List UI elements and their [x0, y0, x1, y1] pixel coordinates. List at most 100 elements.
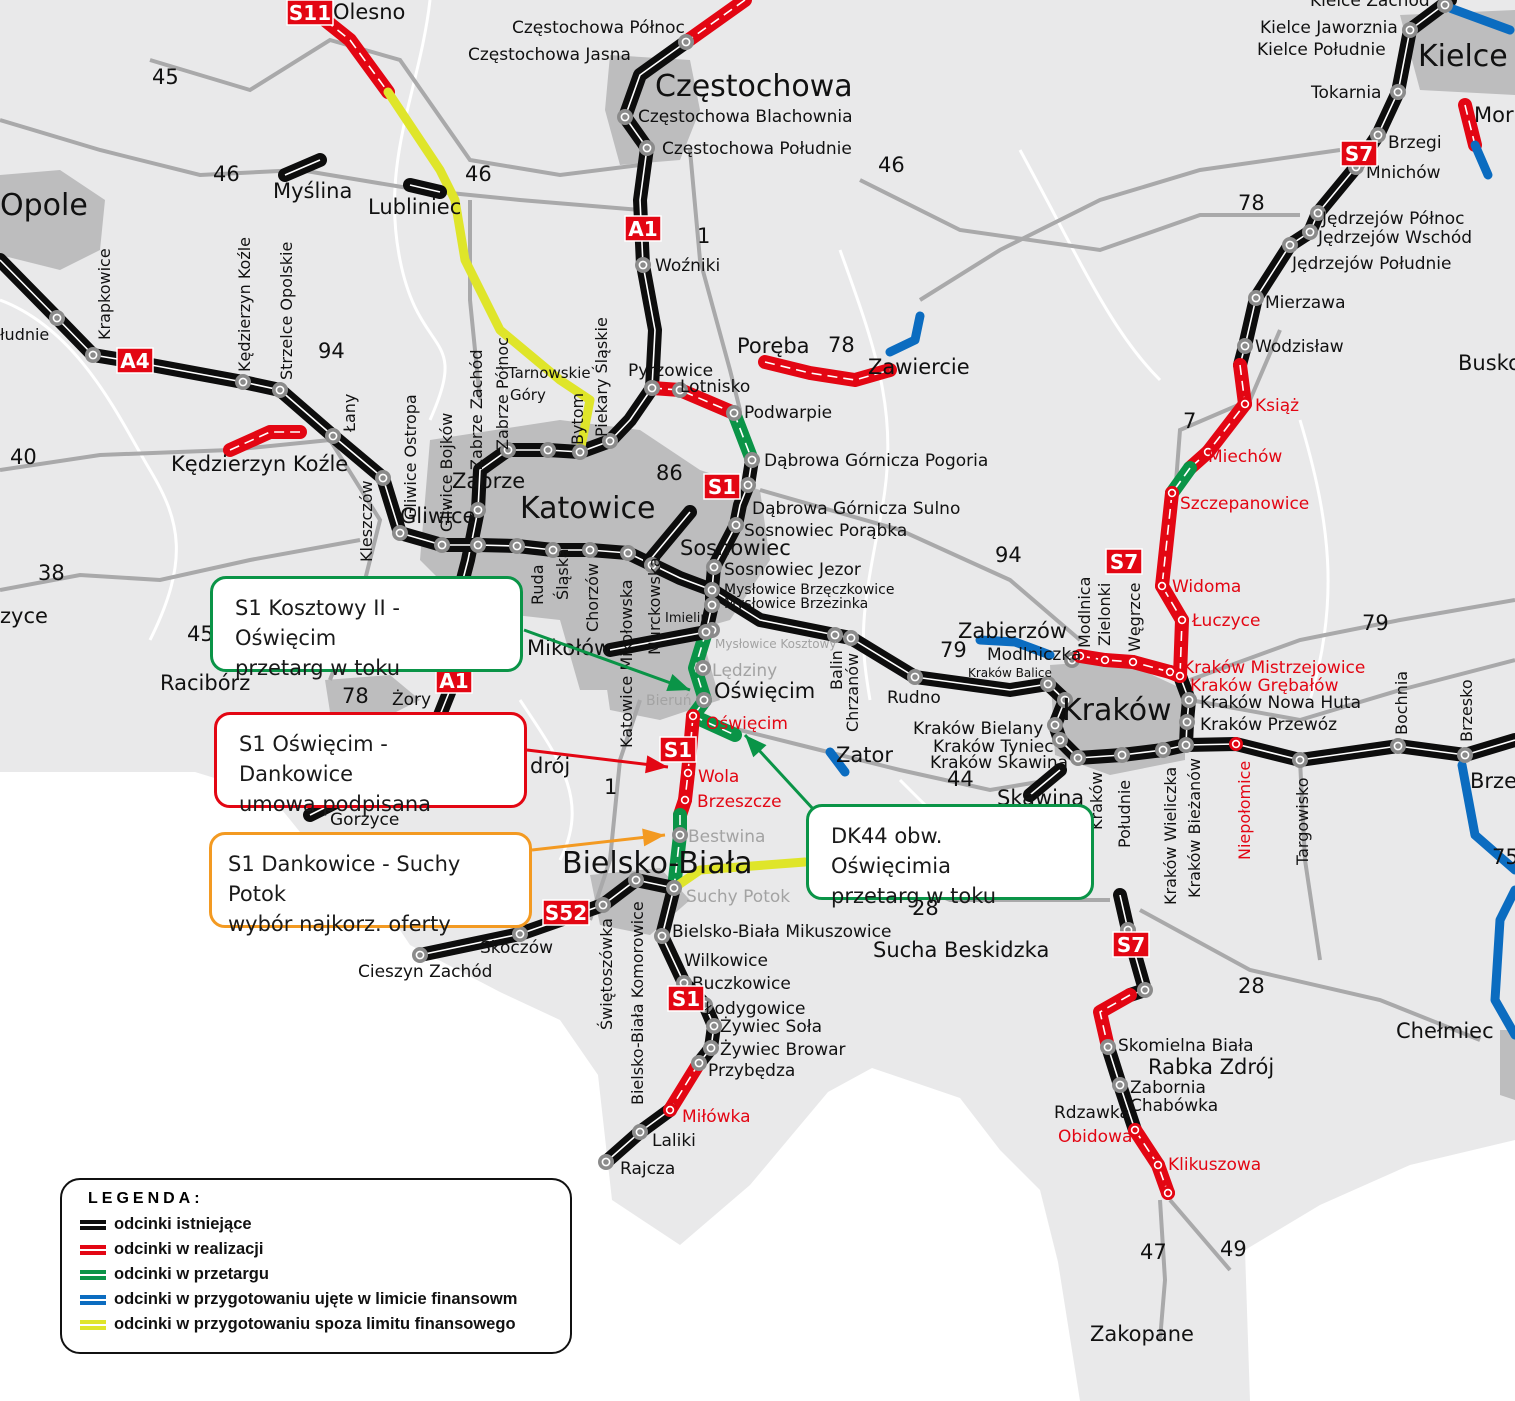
junction-marker [434, 537, 450, 553]
junction-marker-in-progress [1175, 613, 1189, 627]
callout-title: S1 Oświęcim - Dankowice [239, 732, 388, 786]
regional-road [0, 538, 361, 592]
junction-marker [49, 310, 65, 326]
regional-road [1168, 1198, 1232, 1272]
regional-road [149, 37, 641, 178]
town-label: Zabrze [452, 469, 525, 493]
junction-marker [696, 692, 712, 708]
road-badge-label: A1 [439, 669, 468, 693]
road-number: 28 [1238, 974, 1265, 998]
road-number: 38 [38, 561, 65, 585]
junction-label: Dąbrowa Górnicza Pogoria [764, 451, 988, 471]
town-label: Zator [836, 743, 893, 767]
junction-label-vertical: Gliwice Ostropa [401, 394, 420, 520]
junction-marker [827, 627, 843, 643]
road-badge-s1: S1 [659, 736, 697, 763]
road-number: 79 [1362, 611, 1389, 635]
regional-road [688, 149, 742, 411]
regional-road [699, 718, 1051, 793]
road-badge-s7: S7 [1112, 931, 1150, 958]
junction-label-vertical: Bochnia [1392, 671, 1411, 735]
town-label: Gliwice [400, 504, 475, 528]
junction-marker-in-progress [1128, 1123, 1142, 1137]
junction-marker [500, 442, 516, 458]
junction-label: Lotnisko [680, 377, 750, 397]
junction-label: Żywiec Browar [720, 1039, 846, 1060]
city-label: Katowice [520, 491, 655, 526]
junction-label-in-progress: Kraków Grębałów [1190, 676, 1339, 696]
road-badge-s52: S52 [542, 899, 590, 926]
regional-roads [0, 37, 1515, 1341]
callout-s1-dankowice-suchy-potok: S1 Dankowice - Suchy Potok wybór najkorz… [209, 832, 532, 936]
expressway-prep-funded [1490, 885, 1515, 1040]
legend-label: odcinki w przygotowaniu ujęte w limicie … [114, 1290, 518, 1308]
legend-item-existing: odcinki istniejące [80, 1212, 552, 1237]
junction-label-planned: Bieruń [646, 693, 692, 709]
callout-arrows [523, 628, 816, 852]
expressway-existing [1173, 669, 1196, 752]
road-badge-s7: S7 [1105, 548, 1143, 575]
town-label: Chełmiec [1396, 1019, 1494, 1043]
expressway-in-progress [663, 1056, 706, 1117]
road-number: 94 [318, 339, 345, 363]
junction-marker [1178, 737, 1194, 753]
town-label: zyce [0, 604, 48, 628]
junction-label: Rdzawka [1054, 1103, 1130, 1123]
junction-marker [235, 374, 251, 390]
junction-marker [744, 452, 760, 468]
town-label: Mor [1474, 103, 1514, 127]
junction-marker [572, 444, 588, 460]
junction-marker [1047, 717, 1063, 733]
expressway-in-progress [679, 0, 752, 49]
junction-marker [728, 517, 744, 533]
junction-marker [704, 597, 720, 613]
legend-label: odcinki w przetargu [114, 1265, 269, 1283]
junction-label: Sosnowiec Porąbka [744, 521, 907, 541]
junction-marker-in-progress [1098, 653, 1112, 667]
junction-label-vertical: Zabrze Zachód [467, 350, 486, 470]
junction-label-vertical: Kędzierzyn Koźle [235, 237, 254, 372]
legend-swatch [80, 1294, 106, 1305]
road-badge-s7: S7 [1340, 140, 1378, 167]
junction-label-vertical: Modlnica [1075, 577, 1094, 648]
junction-label: Skomielna Biała [1118, 1036, 1254, 1056]
junction-marker [628, 872, 644, 888]
junction-label: Skoczów [480, 938, 553, 958]
expressway-in-progress [223, 425, 307, 457]
junction-label: Tarnowskie [507, 364, 591, 382]
junction-marker [1310, 205, 1326, 221]
junction-label: Częstochowa Jasna [468, 45, 631, 65]
junction-marker [1370, 127, 1386, 143]
junction-label-vertical: Brzesko [1457, 679, 1476, 742]
road-badge-label: S11 [289, 1, 331, 25]
junction-marker [695, 660, 711, 676]
town-label: Żory [392, 689, 431, 710]
junction-marker [325, 428, 341, 444]
expressway-prep-unfunded [383, 87, 595, 457]
urban-areas [0, 10, 1515, 1100]
junction-label-in-progress: Wola [698, 767, 739, 787]
junction-label: Buczkowice [692, 974, 791, 994]
junction-marker [706, 559, 722, 575]
road-number: 86 [656, 461, 683, 485]
junction-marker [412, 947, 428, 963]
road-number: 47 [1140, 1240, 1167, 1264]
junction-label-vertical: Krapkowice [95, 248, 114, 340]
expressway-prep-funded [1457, 760, 1515, 875]
town-label: Zabierzów [958, 619, 1067, 643]
junction-marker [1052, 732, 1068, 748]
junction-label-vertical: Zielonki [1095, 583, 1114, 646]
junction-label-vertical: Łany [340, 394, 359, 433]
junction-label-vertical: Kraków Bieżanów [1185, 758, 1204, 898]
junction-marker [1282, 237, 1298, 253]
junction-marker [582, 542, 598, 558]
junction-marker [512, 926, 528, 942]
junction-marker [620, 545, 636, 561]
junction-label: Jędrzejów Południe [1291, 254, 1451, 274]
road-badge-label: S7 [1345, 142, 1373, 166]
town-label: Kędzierzyn Koźle [171, 452, 348, 476]
junction-label-in-progress: Obidowa [1058, 1127, 1132, 1147]
junction-label: Kraków Bielany [913, 719, 1043, 739]
junction-marker [1070, 750, 1086, 766]
junction-marker [678, 34, 694, 50]
